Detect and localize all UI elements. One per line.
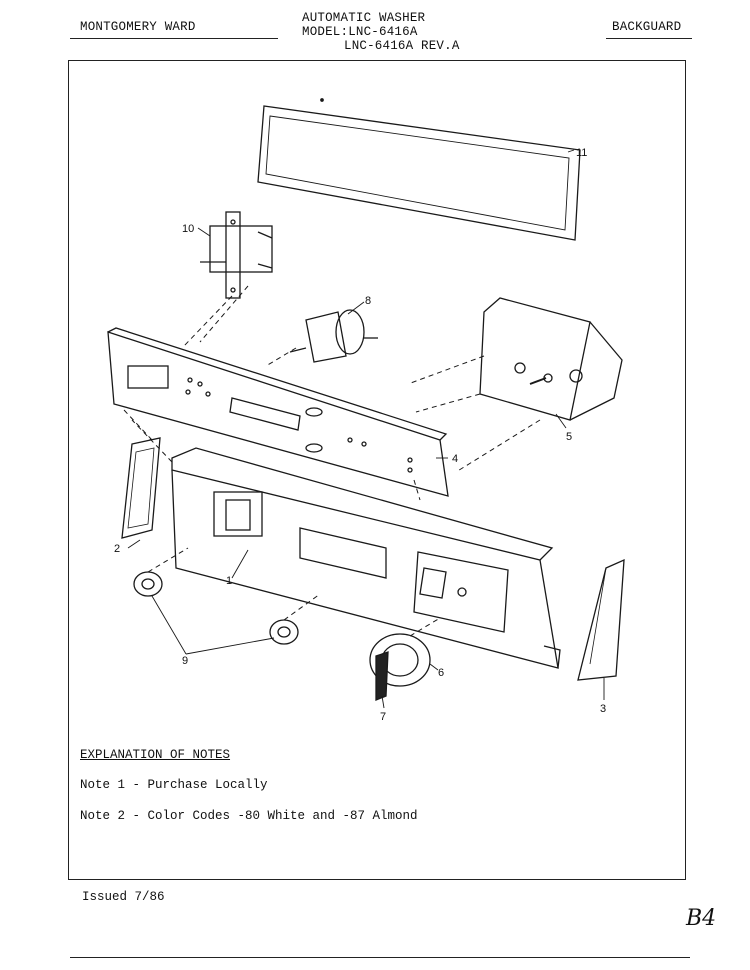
callout-11: 11	[576, 147, 587, 159]
issued-date: Issued 7/86	[82, 890, 165, 904]
part-2-left-end-cap	[121, 437, 161, 539]
model-revision: LNC-6416A REV.A	[344, 39, 460, 53]
part-6-timer-knob	[369, 633, 431, 701]
brand-underline	[70, 38, 278, 39]
callout-5: 5	[566, 431, 572, 443]
part-5-timer	[479, 297, 623, 421]
callout-10: 10	[182, 223, 194, 235]
model-number: MODEL:LNC-6416A	[302, 25, 418, 39]
brand-label: MONTGOMERY WARD	[80, 20, 196, 34]
part-4-mounting-panel	[107, 327, 449, 497]
leader-lines	[127, 149, 605, 709]
product-title: AUTOMATIC WASHER	[302, 11, 426, 25]
part-1-console	[171, 447, 561, 669]
callout-3: 3	[600, 703, 606, 715]
callout-labels: 1 2 3 4 5 6 7 8 9 10 11	[114, 147, 606, 723]
callout-2: 2	[114, 543, 120, 555]
part-10-switch	[200, 211, 273, 299]
callout-7: 7	[380, 711, 386, 723]
callout-1: 1	[226, 575, 232, 587]
callout-9: 9	[182, 655, 188, 667]
callout-6: 6	[438, 667, 444, 679]
note-1: Note 1 - Purchase Locally	[80, 778, 268, 792]
section-underline	[606, 38, 692, 39]
section-title: BACKGUARD	[612, 20, 682, 34]
assembly-lines	[123, 285, 541, 637]
footer-rule	[70, 957, 690, 958]
callout-8: 8	[365, 295, 371, 307]
notes-title: EXPLANATION OF NOTES	[80, 748, 231, 762]
page-code: B4	[686, 906, 717, 931]
callout-4: 4	[452, 453, 458, 465]
part-11-rear-panel	[257, 98, 581, 241]
part-8-pressure-switch	[289, 309, 378, 363]
part-3-right-end-cap	[577, 558, 625, 681]
diagram-frame	[68, 60, 686, 880]
note-2: Note 2 - Color Codes -80 White and -87 A…	[80, 809, 418, 823]
